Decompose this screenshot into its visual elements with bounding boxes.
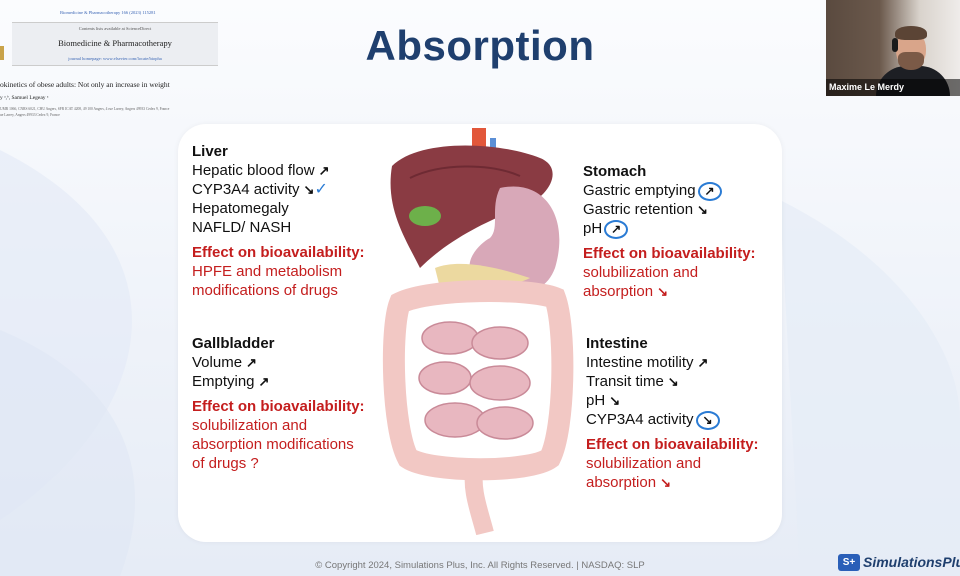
gallbladder-shape [409,206,441,226]
journal-name: Biomedicine & Pharmacotherapy [58,38,172,48]
intestine-effect-line: solubilization and [586,455,702,472]
copyright-footer: © Copyright 2024, Simulations Plus, Inc.… [315,560,645,571]
small-intestine-shape [418,321,534,440]
intestine-item: pH↘ [586,392,621,409]
journal-publisher-mark [0,46,4,60]
article-affiliation-1: UMR 1066, CNRS 6021, CHU Angers, SFR ICA… [0,107,170,111]
arrow-up-icon: ↗ [246,355,257,370]
journal-homepage: journal homepage: www.elsevier.com/locat… [68,56,162,61]
journal-citation: Biomedicine & Pharmacotherapy 166 (2023)… [60,10,156,15]
article-authors: y ᵃ,ᵇ, Samuel Legeay ᵃ [0,95,49,101]
gallbladder-effect-label: Effect on bioavailability: [192,398,365,415]
gallbladder-heading: Gallbladder [192,335,275,352]
stomach-item: Gastric emptying↗ [583,181,756,201]
liver-item: CYP3A4 activity↘✓ [192,181,328,198]
slide-title: Absorption [365,22,595,69]
stomach-effect-line: solubilization and [583,264,699,281]
gallbladder-item: Emptying↗ [192,373,270,390]
arrow-up-icon: ↗ [318,163,330,178]
stomach-shape [469,186,560,294]
liver-heading: Liver [192,143,228,160]
liver-item: Hepatomegaly [192,200,289,217]
large-intestine-shape [382,280,574,481]
digestive-system-illustration [382,128,574,536]
arrow-up-icon: ↗ [258,374,270,389]
participant-name: Maxime Le Merdy [829,82,905,92]
liver-effect-label: Effect on bioavailability: [192,244,365,261]
participant-beard [898,52,924,70]
intestine-heading: Intestine [586,335,648,352]
rectum-shape [464,465,494,536]
circled-arrow-up-icon: ↗ [604,220,629,239]
check-mark-icon: ✓ [314,181,328,198]
intestine-item: CYP3A4 activity↘ [586,410,759,430]
intestine-item: Intestine motility↗ [586,354,709,371]
stomach-effect-line: absorption↘ [583,283,668,300]
stomach-heading: Stomach [583,163,647,180]
participant-name-bar [826,79,960,96]
gallbladder-item: Volume↗ [192,354,257,371]
liver-effect-line: modifications of drugs [192,282,338,299]
article-title: okinetics of obese adults: Not only an i… [0,80,170,89]
arrow-down-icon: ↘ [697,202,708,217]
intestine-item: Transit time↘ [586,373,679,390]
arrow-down-icon: ↘ [303,182,315,197]
intestine-effect-line: absorption↘ [586,474,671,491]
circled-arrow-up-icon: ↗ [697,182,722,201]
stomach-panel: Stomach Gastric emptying↗ Gastric retent… [583,162,756,301]
liver-item: Hepatic blood flow↗ [192,162,330,179]
stomach-item: Gastric retention↘ [583,201,708,218]
liver-effect-line: HPFE and metabolism [192,263,343,280]
headset-icon [892,38,898,52]
circled-arrow-down-icon: ↘ [695,411,720,430]
arrow-down-icon: ↘ [609,393,621,408]
arrow-down-icon: ↘ [660,475,671,490]
stomach-item: pH↗ [583,219,756,239]
liver-panel: Liver Hepatic blood flow↗ CYP3A4 activit… [192,142,365,300]
article-affiliation-2: ue Larrey, Angers 49933 Cedex 9, France [0,113,60,117]
arrow-down-icon: ↘ [667,374,679,389]
liver-item: NAFLD/ NASH [192,219,292,236]
gallbladder-panel: Gallbladder Volume↗ Emptying↗ Effect on … [192,334,365,473]
journal-article-clip: Biomedicine & Pharmacotherapy 166 (2023)… [0,0,225,130]
gallbladder-effect-line: of drugs ? [192,455,259,472]
webcam-tile[interactable]: Maxime Le Merdy [826,0,960,96]
arrow-down-icon: ↘ [657,284,668,299]
participant-hair [895,26,927,40]
intestine-effect-label: Effect on bioavailability: [586,436,759,453]
journal-availability: Contents lists available at ScienceDirec… [78,26,152,31]
liver-shape [390,145,553,268]
logo-badge: S+ [838,554,860,571]
intestine-panel: Intestine Intestine motility↗ Transit ti… [586,334,759,492]
stomach-effect-label: Effect on bioavailability: [583,245,756,262]
gallbladder-effect-line: absorption modifications [192,436,354,453]
arrow-up-icon: ↗ [697,355,709,370]
gallbladder-effect-line: solubilization and [192,417,308,434]
journal-header-box: Contents lists available at ScienceDirec… [12,22,218,66]
